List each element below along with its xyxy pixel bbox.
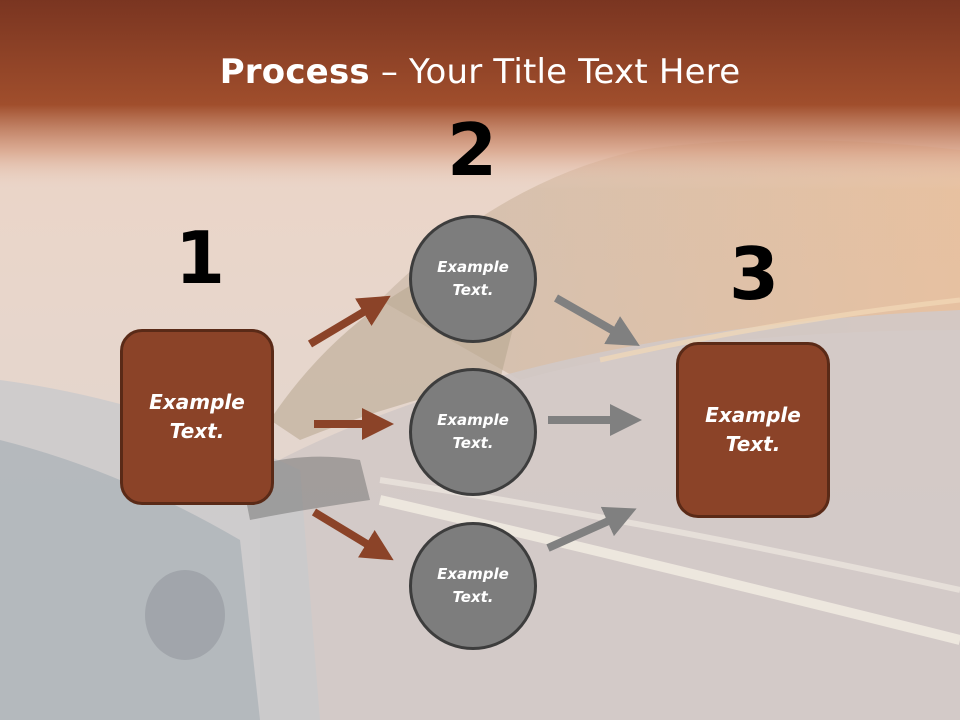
step-number-1: 1 [174, 216, 226, 300]
start-box[interactable]: Example Text. [120, 329, 274, 505]
middle-circle-top-text: Example Text. [437, 258, 509, 299]
start-box-text: Example Text. [149, 390, 245, 443]
end-box[interactable]: Example Text. [676, 342, 830, 518]
middle-circle-top[interactable]: Example Text. [409, 215, 537, 343]
step-number-2: 2 [446, 108, 498, 192]
end-box-text: Example Text. [705, 403, 801, 456]
slide-title: Process – Your Title Text Here [0, 52, 960, 92]
title-bold: Process [219, 52, 370, 92]
title-rest: – Your Title Text Here [369, 52, 741, 92]
step-number-3: 3 [728, 232, 780, 316]
middle-circle-center[interactable]: Example Text. [409, 368, 537, 496]
middle-circle-bottom-text: Example Text. [437, 565, 509, 606]
middle-circle-bottom[interactable]: Example Text. [409, 522, 537, 650]
middle-circle-center-text: Example Text. [437, 411, 509, 452]
